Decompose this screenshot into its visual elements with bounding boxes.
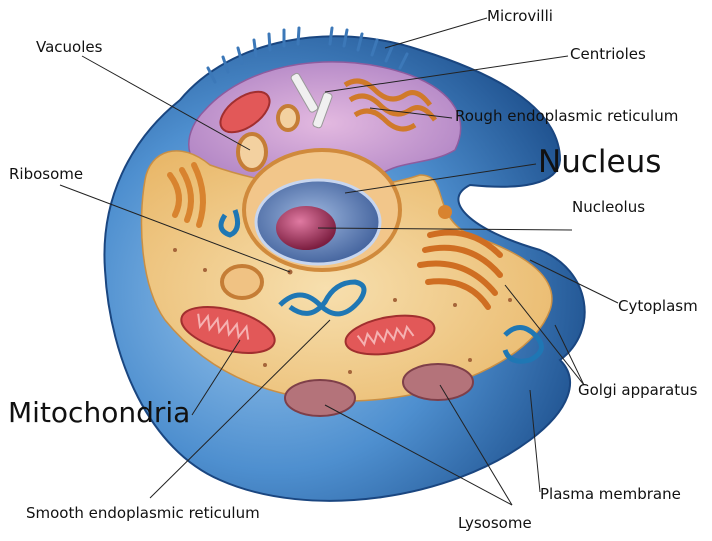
label-golgi: Golgi apparatus	[578, 383, 697, 398]
label-microvilli: Microvilli	[487, 9, 553, 24]
label-centrioles: Centrioles	[570, 47, 646, 62]
label-mitochondria: Mitochondria	[8, 399, 190, 427]
label-nucleus: Nucleus	[538, 147, 661, 178]
label-rough-er: Rough endoplasmic reticulum	[455, 109, 678, 124]
vacuole-shape	[238, 134, 266, 170]
label-nucleolus: Nucleolus	[572, 200, 645, 215]
lysosome-shape-2	[403, 364, 473, 400]
label-ribosome: Ribosome	[9, 167, 83, 182]
label-vacuoles: Vacuoles	[36, 40, 102, 55]
vacuole-shape-2	[278, 106, 298, 130]
label-plasma-membrane: Plasma membrane	[540, 487, 681, 502]
label-cytoplasm: Cytoplasm	[618, 299, 698, 314]
lysosome-shape-1	[285, 380, 355, 416]
label-lysosome: Lysosome	[458, 516, 532, 531]
vacuole-left	[222, 266, 262, 298]
label-smooth-er: Smooth endoplasmic reticulum	[26, 506, 260, 521]
